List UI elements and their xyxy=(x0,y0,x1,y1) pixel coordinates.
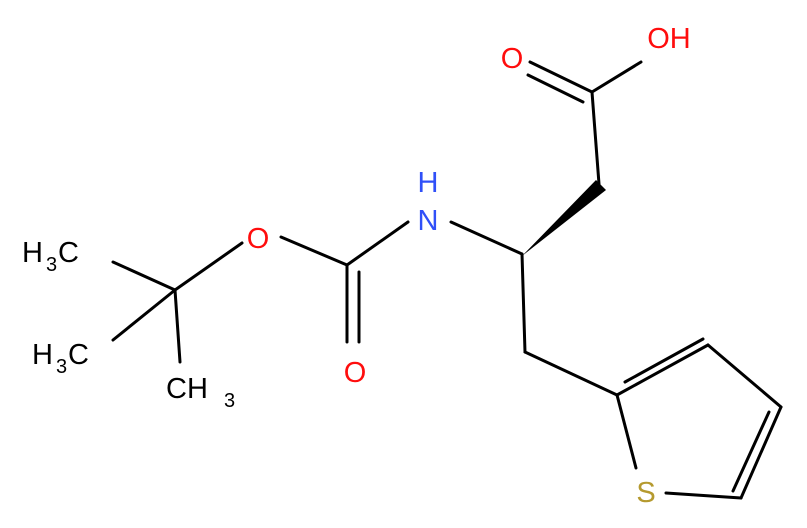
atom-hydroxyl: OH xyxy=(647,23,691,55)
bond-c-oh xyxy=(590,60,643,94)
bond-cq-me-mid xyxy=(111,288,177,342)
atom-o-carbonyl-acid: O xyxy=(501,43,524,75)
bond-o-cq xyxy=(173,241,244,292)
bond-cq-me-top xyxy=(111,260,177,292)
bonds xyxy=(111,60,783,500)
atom-nh-h: H xyxy=(418,167,439,199)
atom-o-ester: O xyxy=(247,223,270,255)
bond-c2-s xyxy=(615,393,638,470)
bond-cooh-ch2 xyxy=(590,90,601,186)
methyl-mid-h: H xyxy=(32,339,53,371)
methyl-bottom: CH 3 xyxy=(166,373,235,412)
methyl-mid-c: C xyxy=(68,339,89,371)
atom-nh-n: N xyxy=(418,205,439,237)
bond-c5-s xyxy=(664,491,743,500)
bond-c4-c5 xyxy=(739,405,783,500)
bond-cstar-ch2 xyxy=(520,252,527,354)
bond-c-o-double-a xyxy=(528,60,594,94)
bond-c-o-double-b xyxy=(526,73,585,104)
methyl-top-sub: 3 xyxy=(46,254,57,276)
atom-o-carbonyl-boc: O xyxy=(344,357,367,389)
methyl-bot-sub: 3 xyxy=(224,390,235,412)
methyl-top-c: C xyxy=(58,237,79,269)
bond-cq-me-bot xyxy=(173,288,182,364)
methyl-top-h: H xyxy=(22,237,43,269)
bond-cstar-n xyxy=(449,220,524,256)
methyl-mid: H 3 C xyxy=(32,339,89,378)
bond-ch2-thienyl xyxy=(523,350,619,397)
bond-n-c xyxy=(345,220,410,267)
bond-c2-c3 xyxy=(615,343,710,397)
methyl-mid-sub: 3 xyxy=(56,356,67,378)
methyl-bot-ch: CH xyxy=(166,373,208,405)
bond-c2-c3-double xyxy=(623,337,705,384)
bond-c-o-ester xyxy=(279,235,349,267)
bond-c3-c4 xyxy=(706,343,783,409)
stereo-wedge xyxy=(522,180,606,256)
bond-c4-c5-double xyxy=(731,410,771,493)
methyl-top: H 3 C xyxy=(22,237,79,276)
atom-sulfur: S xyxy=(636,477,655,509)
